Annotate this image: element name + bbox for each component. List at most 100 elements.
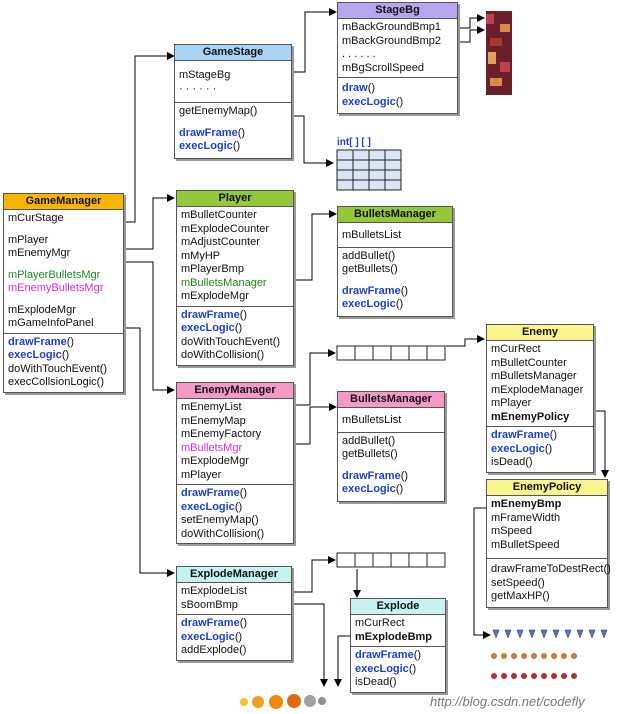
class-title: GameManager (4, 194, 123, 210)
field: mMyHP (181, 249, 221, 262)
field: mBgScrollSpeed (342, 61, 424, 74)
method: doWithCollision() (181, 527, 265, 540)
enemy-sprites-row1 (492, 629, 608, 639)
field: mExplodeCounter (181, 222, 270, 235)
methods-section: drawFrame() execLogic() addExplode() (177, 615, 291, 660)
method: draw() (342, 82, 376, 94)
field: mEnemyPolicy (491, 410, 570, 423)
fields-section: mBulletCounter mExplodeCounter mAdjustCo… (177, 207, 293, 307)
spacer (342, 277, 448, 285)
fields-section: mCurRect mBulletCounter mBulletsManager … (487, 341, 593, 427)
method: execLogic() (181, 500, 243, 513)
method: addBullet() (342, 249, 396, 262)
field: mStageBg (179, 69, 231, 81)
field: mBulletSpeed (491, 538, 560, 551)
methods-section: drawFrame() execLogic() doWithTouchEvent… (177, 307, 293, 365)
field: mBackGroundBmp2 (342, 34, 442, 47)
class-title: EnemyManager (177, 383, 293, 399)
method: execLogic() (491, 442, 553, 455)
method: setEnemyMap() (181, 514, 259, 526)
field: mExplodeManager (491, 383, 584, 396)
int-array-grid (336, 149, 402, 191)
field: mBackGroundBmp1 (342, 21, 442, 33)
method: drawFrame() (181, 308, 248, 321)
fields-section: mEnemyList mEnemyMap mEnemyFactory mBull… (177, 399, 293, 485)
explode-manager-class: ExplodeManager mExplodeList sBoomBmp dra… (176, 566, 292, 661)
stage-bg-class: StageBg mBackGroundBmp1 mBackGroundBmp2 … (337, 2, 458, 114)
field: mEnemyMgr (8, 247, 71, 259)
methods-section: addBullet() getBullets() drawFrame() exe… (338, 433, 444, 501)
method: execLogic() (181, 322, 243, 334)
enemy-list-cells (336, 345, 446, 361)
game-manager-class: GameManager mCurStage mPlayer mEnemyMgr … (3, 193, 124, 393)
fields-section: mBackGroundBmp1 mBackGroundBmp2 . . . . … (338, 19, 457, 78)
bullets-manager-class-1: BulletsManager mBulletsList addBullet() … (337, 206, 453, 317)
field: . . . . . . (342, 48, 376, 60)
class-title: BulletsManager (338, 392, 444, 408)
field: mBulletsList (342, 414, 402, 426)
methods-section: drawFrame() execLogic() setEnemyMap() do… (177, 485, 293, 543)
field: · · · · · · (179, 82, 217, 95)
field: mFrameWidth (491, 511, 561, 524)
method: drawFrame() (181, 487, 248, 499)
method: drawFrame() (181, 617, 248, 629)
class-title: EnemyPolicy (487, 480, 607, 496)
field: mPlayerBmp (181, 263, 244, 275)
field: mExplodeList (181, 585, 248, 597)
method: drawFrame() (342, 469, 409, 482)
source-url: http://blog.csdn.net/codefly (430, 694, 585, 709)
class-title: Player (177, 191, 293, 207)
method: execCollsionLogic() (8, 376, 104, 388)
fields-section: mEnemyBmp mFrameWidth mSpeed mBulletSpee… (487, 496, 607, 559)
field: mBulletsMgr (181, 441, 243, 454)
method: drawFrame() (342, 284, 409, 297)
class-title: GameStage (175, 45, 291, 61)
class-title: Explode (351, 599, 445, 615)
game-stage-class: GameStage mStageBg · · · · · · getEnemyM… (174, 44, 292, 159)
arrow-enemybmp (473, 507, 497, 639)
method: execLogic() (355, 662, 417, 675)
field: mEnemyMap (181, 414, 246, 427)
fields-section: mExplodeList sBoomBmp (177, 583, 291, 615)
field: sBoomBmp (181, 598, 238, 611)
field: mBulletsManager (181, 276, 267, 289)
field: mEnemyFactory (181, 428, 262, 440)
enemy-sprites-row2 (491, 653, 577, 659)
field: mBulletsList (342, 229, 402, 241)
method: execLogic() (8, 349, 70, 361)
explosion-sprites (240, 694, 326, 709)
fields-section: mCurStage mPlayer mEnemyMgr mPlayerBulle… (4, 210, 123, 334)
class-title: StageBg (338, 3, 457, 19)
method: drawFrameToDestRect() (491, 563, 611, 575)
methods-section: drawFrame() execLogic() doWithTouchEvent… (4, 334, 123, 392)
method: getEnemyMap() (179, 105, 258, 117)
methods-section: drawFrameToDestRect() setSpeed() getMaxH… (487, 559, 611, 607)
method: setSpeed() (491, 576, 545, 589)
fields-section: mCurRect mExplodeBmp (351, 615, 445, 647)
method: addExplode() (181, 644, 247, 656)
method: execLogic() (179, 140, 241, 152)
field: mPlayer (491, 397, 532, 409)
methods-section: draw() execLogic() (338, 78, 457, 113)
enemy-manager-class: EnemyManager mEnemyList mEnemyMap mEnemy… (176, 382, 294, 544)
spacer (8, 296, 119, 304)
explode-list-cells (336, 552, 446, 568)
method: getMaxHP() (491, 590, 550, 602)
arrow-list-enemy (446, 335, 485, 347)
method: drawFrame() (179, 126, 246, 139)
method: getBullets() (342, 448, 398, 460)
spacer (342, 462, 440, 470)
bullets-manager-class-2: BulletsManager mBulletsList addBullet() … (337, 391, 445, 502)
spacer (8, 261, 119, 269)
field: mExplodeMgr (181, 455, 249, 467)
methods-section: addBullet() getBullets() drawFrame() exe… (338, 248, 452, 316)
method: execLogic() (181, 630, 243, 643)
fields-section: mStageBg · · · · · · (175, 61, 291, 103)
methods-section: drawFrame() execLogic() isDead() (351, 647, 445, 692)
class-title: Enemy (487, 325, 593, 341)
method: doWithTouchEvent() (8, 362, 108, 375)
field: mBulletsManager (491, 370, 577, 382)
field: mCurRect (491, 343, 541, 355)
background-image (486, 11, 512, 95)
fields-section: mBulletsList (338, 408, 444, 433)
